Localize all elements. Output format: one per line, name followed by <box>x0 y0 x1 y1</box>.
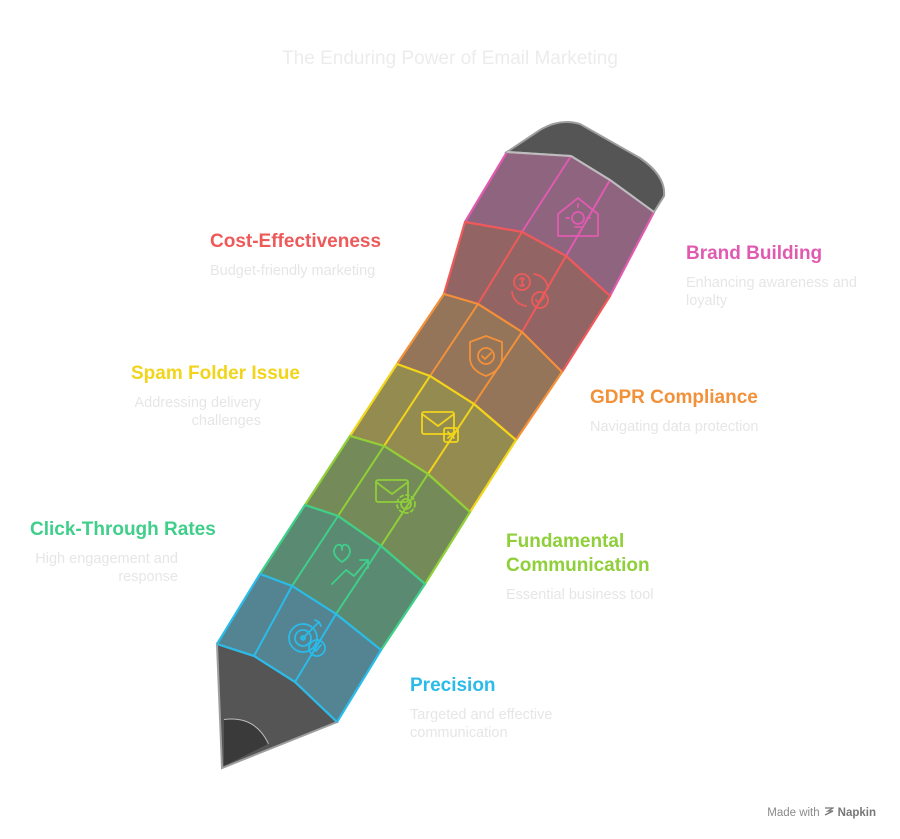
footer-brand: Napkin <box>837 806 876 819</box>
item-description: Enhancing awareness and loyalty <box>686 275 857 309</box>
item-title: Spam Folder Issue <box>131 363 300 384</box>
eraser-cap <box>503 121 666 214</box>
item-title: Brand Building <box>686 243 823 264</box>
item-fundamental-communication: Fundamental Communication Essential busi… <box>506 530 686 604</box>
item-title: Cost-Effectiveness <box>210 231 382 252</box>
item-description: High engagement and response <box>35 551 178 585</box>
item-brand-building: Brand Building Enhancing awareness and l… <box>686 242 876 310</box>
dollar-cycle-check-icon <box>511 273 549 309</box>
pencil-segment <box>463 150 656 298</box>
item-description: Targeted and effective communication <box>410 707 553 741</box>
envelope-x-icon <box>421 411 459 443</box>
item-precision: Precision Targeted and effective communi… <box>410 674 600 742</box>
envelope-gear-icon <box>375 479 416 514</box>
pencil-segment <box>215 572 383 724</box>
item-description: Essential business tool <box>506 587 654 603</box>
item-description: Budget-friendly marketing <box>210 263 376 279</box>
footer-prefix: Made with <box>767 806 820 819</box>
item-title: Precision <box>410 675 496 696</box>
target-check-icon <box>288 619 326 657</box>
item-description: Addressing delivery challenges <box>134 395 261 429</box>
item-title: GDPR Compliance <box>590 387 758 408</box>
heart-trend-icon <box>331 543 369 585</box>
shield-check-icon <box>469 335 503 377</box>
item-title: Fundamental Communication <box>506 531 650 576</box>
page-title: The Enduring Power of Email Marketing <box>282 48 618 69</box>
item-description: Navigating data protection <box>590 419 759 435</box>
item-gdpr-compliance: GDPR Compliance Navigating data protecti… <box>590 386 810 436</box>
pencil-segment <box>258 503 427 652</box>
pencil-segment <box>303 434 472 586</box>
pencil-segment <box>348 362 518 514</box>
house-lightbulb-icon <box>557 197 599 237</box>
item-cost-effectiveness: Cost-Effectiveness Budget-friendly marke… <box>210 230 400 280</box>
napkin-logo-icon <box>824 806 836 819</box>
item-title: Click-Through Rates <box>30 519 216 540</box>
pencil-segment <box>395 292 564 442</box>
footer-credit: Made with Napkin <box>767 806 876 819</box>
item-spam-folder-issue: Spam Folder Issue Addressing delivery ch… <box>131 362 301 430</box>
item-click-through-rates: Click-Through Rates High engagement and … <box>30 518 230 586</box>
